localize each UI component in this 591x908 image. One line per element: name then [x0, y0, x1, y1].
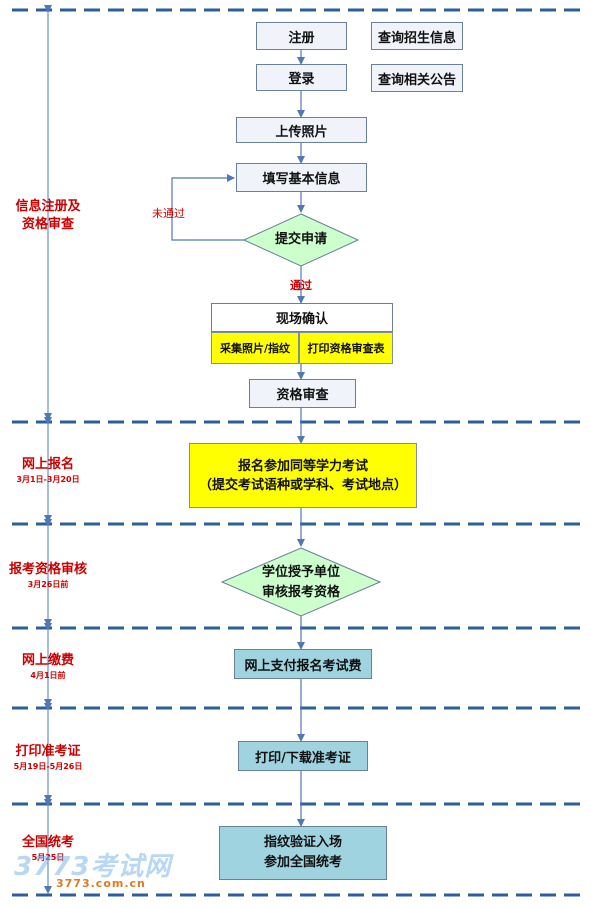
stage-title: 网上报名 — [21, 457, 74, 472]
query-info-box: 查询招生信息 — [371, 22, 463, 50]
stage-online-signup: 网上报名 3月1日-3月20日 — [0, 456, 96, 486]
submit-application-label: 提交申请 — [274, 232, 327, 247]
fingerprint-entry-box: 指纹验证入场 参加全国统考 — [219, 826, 387, 880]
login-box: 登录 — [256, 64, 347, 91]
watermark-logo: 3773考试网 — [14, 852, 172, 882]
stage-title: 网上缴费 — [21, 653, 74, 668]
degree-review-diamond — [220, 547, 382, 617]
fingerprint-entry-line1: 指纹验证入场 — [263, 835, 342, 850]
stage-date: 5月19日-5月26日 — [13, 762, 83, 771]
stage-title: 报考资格审核 — [8, 562, 87, 577]
arrow-not-passed-loop — [171, 174, 246, 241]
fingerprint-entry-line2: 参加全国统考 — [263, 855, 342, 870]
signup-exam-box: 报名参加同等学力考试 （提交考试语种或学科、考试地点） — [189, 443, 417, 508]
stage-print-ticket: 打印准考证 5月19日-5月26日 — [0, 743, 96, 773]
query-notice-box: 查询相关公告 — [371, 64, 463, 92]
degree-review-line2: 审核报考资格 — [261, 585, 340, 600]
online-payment-box: 网上支付报名考试费 — [234, 649, 372, 679]
stage-title: 打印准考证 — [15, 744, 81, 759]
register-box: 注册 — [256, 22, 347, 50]
watermark-url: 3773.com.cn — [56, 877, 146, 890]
stage-title: 全国统考 — [21, 835, 74, 850]
signup-exam-line1: 报名参加同等学力考试 — [237, 458, 368, 474]
print-review-form-box: 打印资格审查表 — [299, 332, 393, 364]
signup-exam-line2: （提交考试语种或学科、考试地点） — [198, 477, 407, 493]
stage-qualification-check: 报考资格审核 3月26日前 — [0, 561, 96, 591]
flow-arrows — [171, 50, 305, 827]
stage-date: 5月25日 — [31, 853, 65, 862]
onsite-confirm-box: 现场确认 — [211, 303, 393, 332]
fill-info-box: 填写基本信息 — [236, 163, 367, 192]
upload-photo-box: 上传照片 — [236, 117, 367, 143]
stage-title: 信息注册及 资格审查 — [15, 199, 81, 232]
degree-review-line1: 学位授予单位 — [261, 565, 340, 580]
qualification-review-box: 资格审查 — [249, 379, 356, 408]
stage-national-exam: 全国统考 5月25日 — [0, 834, 96, 864]
stage-separators — [12, 8, 588, 897]
degree-review-label: 学位授予单位 审核报考资格 — [222, 563, 380, 603]
stage-date: 4月1日前 — [30, 671, 66, 680]
collect-photo-box: 采集照片/指纹 — [211, 332, 299, 364]
passed-label: 通过 — [290, 279, 312, 292]
stage-date: 3月1日-3月20日 — [16, 475, 80, 484]
not-passed-label: 未通过 — [152, 207, 185, 220]
submit-application-diamond — [242, 213, 360, 267]
print-ticket-box: 打印/下载准考证 — [238, 741, 368, 771]
stage-online-payment: 网上缴费 4月1日前 — [0, 652, 96, 682]
stage-info-register: 信息注册及 资格审查 — [0, 198, 96, 234]
stage-date: 3月26日前 — [27, 580, 69, 589]
